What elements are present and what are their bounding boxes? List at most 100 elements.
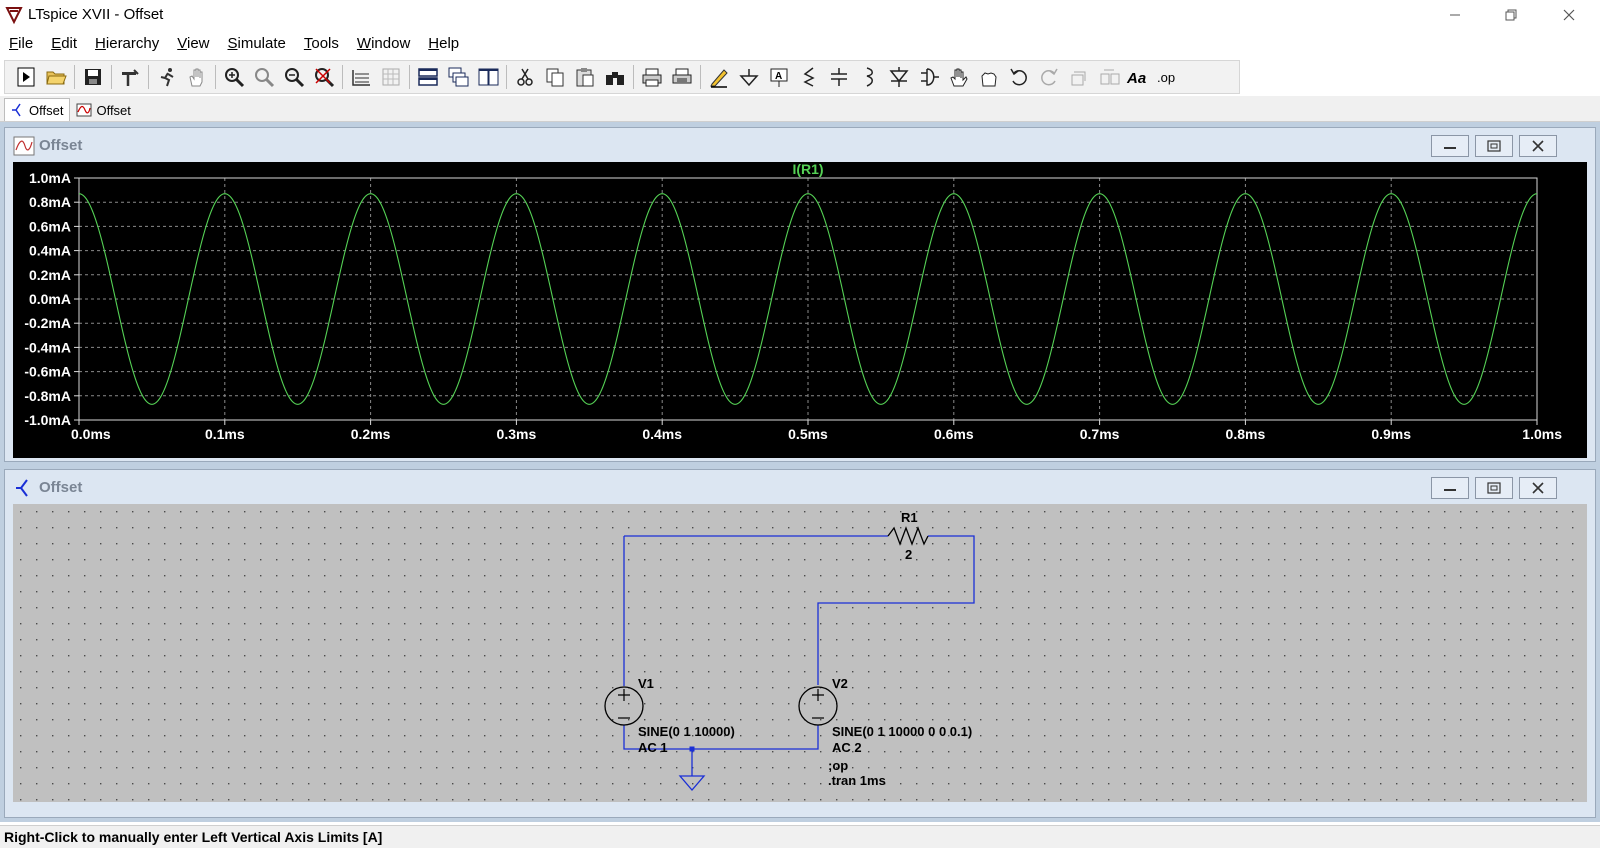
directive-tran[interactable]: .tran 1ms: [828, 773, 886, 788]
save-button[interactable]: [78, 63, 108, 91]
y-tick-label: -1.0mA: [24, 412, 71, 428]
title-bar: LTspice XVII - Offset: [0, 0, 1600, 30]
open-hand-icon: [950, 68, 968, 87]
toolbar-separator: [633, 65, 634, 89]
minimize-icon: [1444, 147, 1456, 149]
voltage-source-v2[interactable]: V2 SINE(0 1 10000 0 0 0.1) AC 2: [798, 676, 972, 755]
tile-vertical-icon: [478, 68, 499, 86]
minimize-button[interactable]: [1432, 0, 1478, 30]
schematic-window[interactable]: Offset R1: [4, 469, 1596, 818]
copy-button[interactable]: [540, 63, 570, 91]
menu-window[interactable]: Window: [348, 35, 419, 52]
restore-button[interactable]: [1488, 0, 1534, 30]
trace-i-r1[interactable]: [78, 193, 1538, 405]
drag-button[interactable]: [974, 63, 1004, 91]
menu-edit[interactable]: Edit: [42, 35, 86, 52]
halt-button[interactable]: [182, 63, 212, 91]
v2-symbol[interactable]: [798, 686, 838, 726]
schematic-window-header[interactable]: Offset: [5, 470, 1595, 504]
paste-button[interactable]: [570, 63, 600, 91]
tab-waveform-offset[interactable]: Offset: [70, 99, 136, 121]
schematic-maximize-button[interactable]: [1475, 477, 1513, 499]
tile-horizontal-button[interactable]: [413, 63, 443, 91]
resistor-r1[interactable]: R1 2: [887, 510, 929, 562]
menu-hierarchy[interactable]: Hierarchy: [86, 35, 168, 52]
trace-label-i-r1[interactable]: I(R1): [792, 161, 823, 177]
menu-label-rest: indow: [371, 34, 411, 52]
waveform-minimize-button[interactable]: [1431, 135, 1469, 157]
close-icon: [1532, 140, 1544, 152]
tab-schematic-offset[interactable]: Offset: [4, 98, 71, 121]
close-button[interactable]: [1546, 0, 1592, 30]
menu-view[interactable]: View: [168, 35, 218, 52]
spice-directive-button[interactable]: .op: [1154, 63, 1184, 91]
menu-help[interactable]: Help: [419, 35, 468, 52]
schematic-canvas[interactable]: R1 2 V1 SINE(0 1 10000) AC 1 V2 SINE(0 1…: [13, 504, 1587, 802]
inductor-button[interactable]: [854, 63, 884, 91]
run-button[interactable]: [152, 63, 182, 91]
component-button[interactable]: [914, 63, 944, 91]
redo-button[interactable]: [1034, 63, 1064, 91]
text-button[interactable]: Aa: [1124, 63, 1154, 91]
pan-button[interactable]: [249, 63, 279, 91]
mirror-button[interactable]: [1094, 63, 1124, 91]
waveform-close-button[interactable]: [1519, 135, 1557, 157]
undo-button[interactable]: [1004, 63, 1034, 91]
menu-simulate[interactable]: Simulate: [219, 35, 295, 52]
tile-vertical-button[interactable]: [473, 63, 503, 91]
menu-label-rest: iew: [186, 34, 210, 52]
resistor-symbol[interactable]: [887, 526, 929, 546]
zoom-fit-button[interactable]: [309, 63, 339, 91]
waveform-window-header[interactable]: Offset: [5, 128, 1595, 162]
x-tick-label: 0.3ms: [497, 426, 537, 442]
cut-button[interactable]: [510, 63, 540, 91]
schematic-minimize-button[interactable]: [1431, 477, 1469, 499]
label-net-button[interactable]: A: [764, 63, 794, 91]
menu-accelerator: H: [428, 34, 440, 52]
document-tabbar: Offset Offset: [0, 96, 1600, 122]
diode-button[interactable]: [884, 63, 914, 91]
rotate-button[interactable]: [1064, 63, 1094, 91]
x-tick-label: 0.6ms: [934, 426, 974, 442]
menu-file[interactable]: File: [0, 35, 42, 52]
move-button[interactable]: [944, 63, 974, 91]
toolbar-separator: [700, 65, 701, 89]
control-panel-button[interactable]: [115, 63, 145, 91]
find-button[interactable]: [600, 63, 630, 91]
menu-tools[interactable]: Tools: [295, 35, 348, 52]
voltage-source-v1[interactable]: V1 SINE(0 1 10000) AC 1: [604, 676, 735, 755]
grid-dots: [13, 504, 1587, 802]
redo-icon: [1041, 68, 1058, 86]
toolbar-separator: [111, 65, 112, 89]
print-preview-button[interactable]: [667, 63, 697, 91]
v1-symbol[interactable]: [604, 686, 644, 726]
waveform-plot[interactable]: 1.0mA0.8mA0.6mA0.4mA0.2mA0.0mA-0.2mA-0.4…: [13, 161, 1587, 458]
autorange-button[interactable]: [346, 63, 376, 91]
draw-wire-button[interactable]: [704, 63, 734, 91]
waveform-maximize-button[interactable]: [1475, 135, 1513, 157]
wire-right-loop[interactable]: [817, 535, 975, 685]
ground-icon[interactable]: [678, 775, 706, 791]
cascade-button[interactable]: [443, 63, 473, 91]
zoom-out-button[interactable]: [279, 63, 309, 91]
resistor-button[interactable]: [794, 63, 824, 91]
new-schematic-button[interactable]: [11, 63, 41, 91]
svg-text:Aa: Aa: [1126, 70, 1146, 87]
open-button[interactable]: [41, 63, 71, 91]
wires[interactable]: [623, 535, 975, 776]
schematic-drawing[interactable]: R1 2 V1 SINE(0 1 10000) AC 1 V2 SINE(0 1…: [13, 504, 1587, 802]
wire-bottom[interactable]: [623, 725, 819, 750]
ground-button[interactable]: [734, 63, 764, 91]
zoom-in-button[interactable]: [219, 63, 249, 91]
ground-symbol[interactable]: [678, 775, 706, 791]
y-tick-label: -0.6mA: [24, 364, 71, 380]
directive-op[interactable]: ;op: [828, 758, 848, 773]
schematic-close-button[interactable]: [1519, 477, 1557, 499]
fist-icon: [981, 72, 997, 87]
grid-toggle-button[interactable]: [376, 63, 406, 91]
print-button[interactable]: [637, 63, 667, 91]
capacitor-button[interactable]: [824, 63, 854, 91]
svg-text:A: A: [775, 71, 782, 82]
